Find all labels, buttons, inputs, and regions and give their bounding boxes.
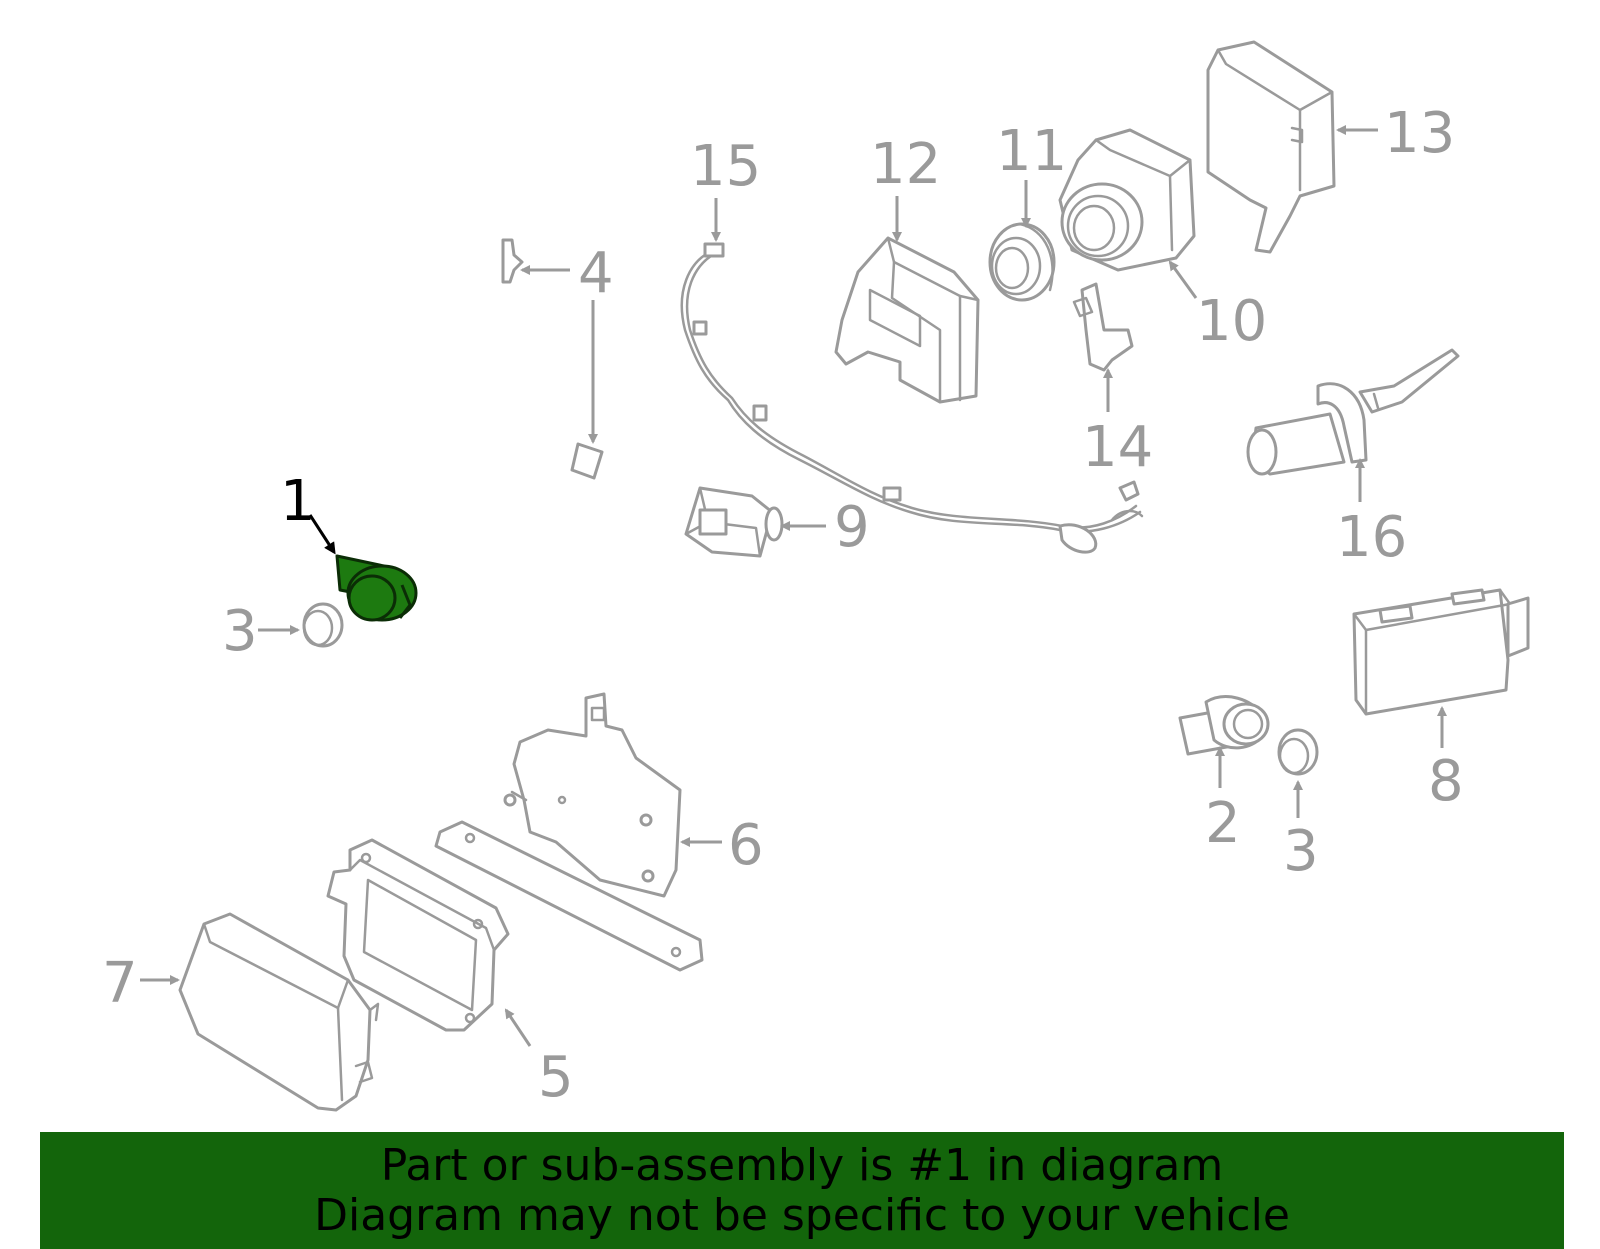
part-9-connector[interactable] xyxy=(684,486,784,558)
callout-6-label: 6 xyxy=(728,813,764,878)
callout-12: 12 xyxy=(870,132,941,242)
banner-line-2: Diagram may not be specific to your vehi… xyxy=(314,1190,1290,1241)
callout-14: 14 xyxy=(1082,368,1153,480)
callout-6: 6 xyxy=(680,813,764,878)
callout-14-label: 14 xyxy=(1082,415,1153,480)
part-3-grommet-right[interactable] xyxy=(1277,728,1319,776)
part-6-mounting-bracket[interactable] xyxy=(434,692,704,972)
callout-7-label: 7 xyxy=(102,951,138,1016)
callout-3-left: 3 xyxy=(222,599,300,664)
part-16-sensor-cable[interactable] xyxy=(1246,348,1460,476)
part-7-radar-cover[interactable] xyxy=(178,912,380,1112)
callout-12-label: 12 xyxy=(870,132,941,197)
callout-13: 13 xyxy=(1336,101,1455,166)
callout-15: 15 xyxy=(690,134,761,242)
callout-1-label: 1 xyxy=(280,469,316,534)
callout-10: 10 xyxy=(1168,260,1267,354)
callout-2: 2 xyxy=(1205,746,1241,856)
callout-4-label: 4 xyxy=(578,241,614,306)
callout-3-right-label: 3 xyxy=(1283,819,1319,884)
callout-8: 8 xyxy=(1428,706,1464,814)
callout-3-left-label: 3 xyxy=(222,599,258,664)
callout-4: 4 xyxy=(520,241,614,444)
part-10-camera[interactable] xyxy=(1058,128,1196,272)
part-13-bracket[interactable] xyxy=(1206,40,1336,254)
callout-15-label: 15 xyxy=(690,134,761,199)
callout-8-label: 8 xyxy=(1428,749,1464,814)
part-4-clip[interactable] xyxy=(501,238,604,480)
callout-11-label: 11 xyxy=(996,119,1067,184)
part-8-control-module[interactable] xyxy=(1352,588,1530,716)
part-15-wiring-harness[interactable] xyxy=(680,242,1144,554)
part-14-plug[interactable] xyxy=(1072,282,1134,372)
callout-1: 1 xyxy=(280,469,336,555)
part-11-ring[interactable] xyxy=(988,222,1056,302)
callout-3-right: 3 xyxy=(1283,780,1319,884)
callout-2-label: 2 xyxy=(1205,791,1241,856)
callout-16: 16 xyxy=(1336,458,1407,570)
part-2-sensor[interactable] xyxy=(1178,695,1270,756)
callout-16-label: 16 xyxy=(1336,505,1407,570)
callout-5: 5 xyxy=(504,1008,574,1110)
callout-13-label: 13 xyxy=(1384,101,1455,166)
callout-7: 7 xyxy=(102,951,180,1016)
callout-9: 9 xyxy=(780,495,870,560)
callout-5-label: 5 xyxy=(538,1045,574,1110)
banner-line-1: Part or sub-assembly is #1 in diagram xyxy=(380,1140,1224,1191)
part-5-ecu[interactable] xyxy=(326,838,510,1032)
info-banner: Part or sub-assembly is #1 in diagram Di… xyxy=(40,1132,1564,1249)
part-12-housing[interactable] xyxy=(834,236,980,404)
callout-11: 11 xyxy=(996,119,1067,228)
part-1-parking-sensor[interactable] xyxy=(335,554,418,622)
callout-10-label: 10 xyxy=(1196,289,1267,354)
part-3-grommet-left[interactable] xyxy=(302,602,344,648)
callout-9-label: 9 xyxy=(834,495,870,560)
